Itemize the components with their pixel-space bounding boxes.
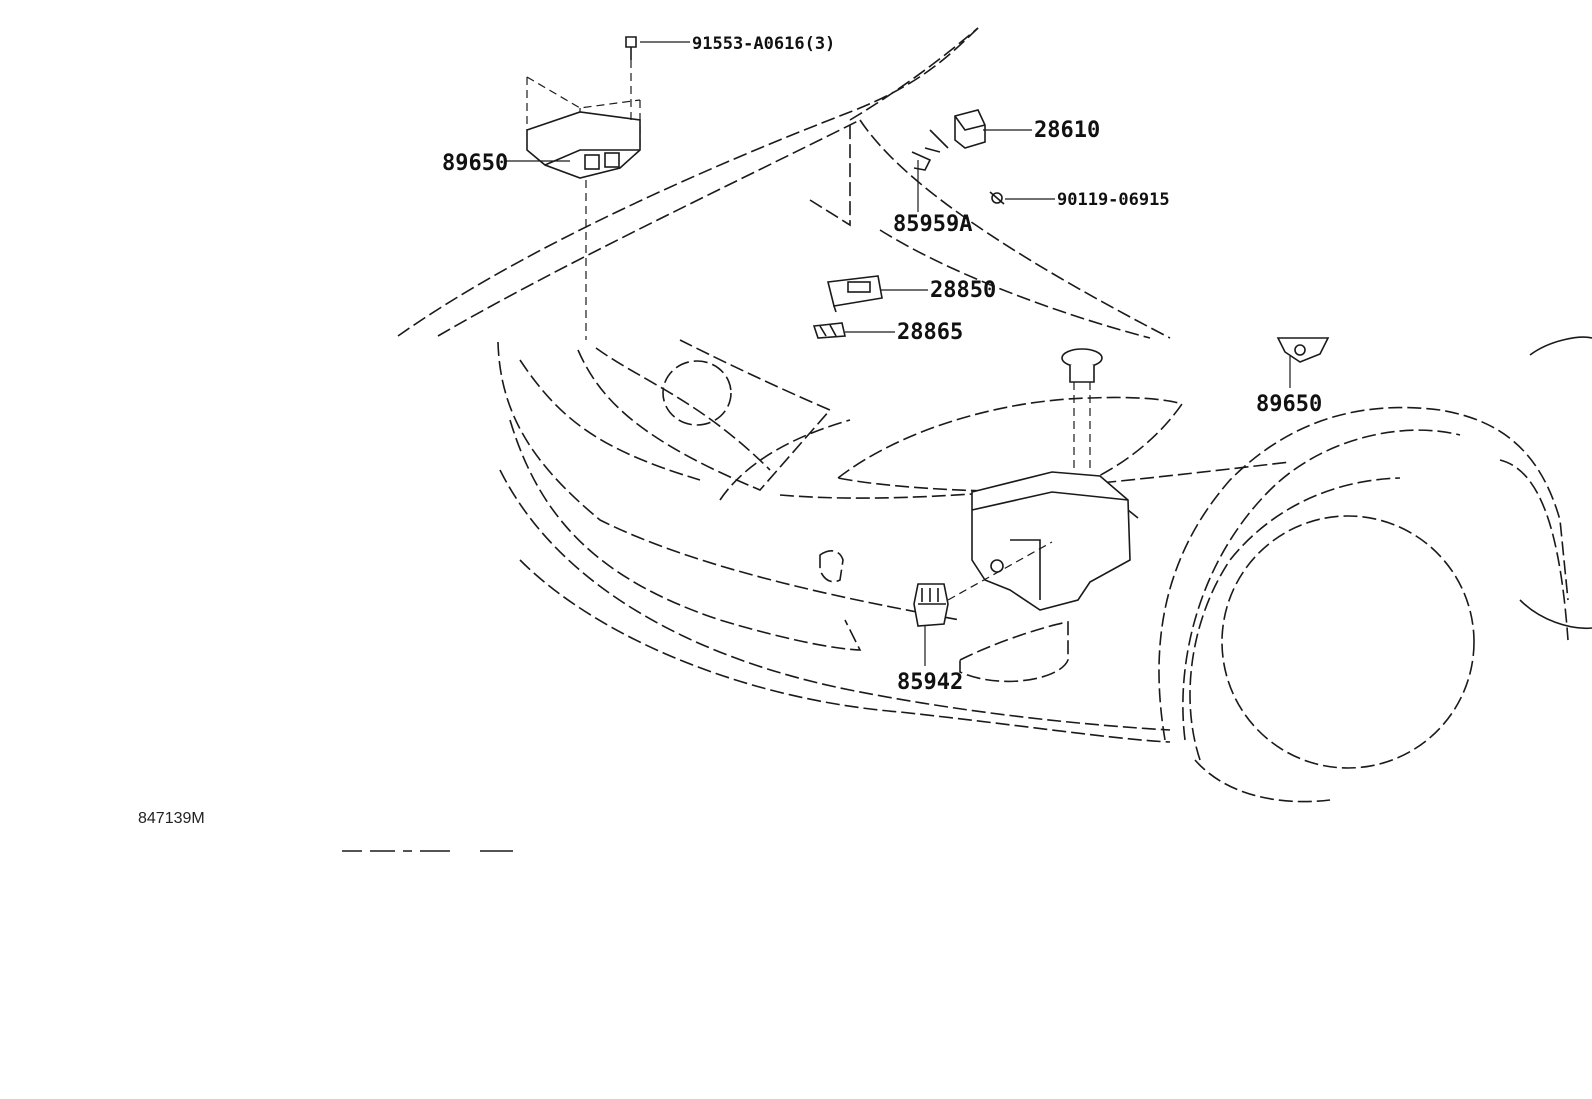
horn-28610 (924, 109, 986, 153)
sensor-module-89650-right (1276, 337, 1330, 363)
screw-90119 (989, 191, 1005, 205)
callout-relay-28850: 28850 (930, 278, 996, 303)
callout-module-85942: 85942 (897, 670, 963, 695)
callout-bolt-91553: 91553-A0616(3) (692, 34, 835, 54)
callout-bracket-85959A: 85959A (893, 212, 972, 237)
callout-screw-90119: 90119-06915 (1057, 190, 1170, 210)
diagram-reference-code: 847139M (138, 810, 205, 827)
callout-sensor-89650-left: 89650 (442, 151, 508, 176)
bolt-91553 (625, 36, 637, 120)
washer-reservoir (971, 348, 1139, 611)
relay-28850 (827, 275, 883, 313)
leader-lines (505, 41, 1291, 666)
bracket-85959A (911, 151, 932, 171)
callout-clip-28865: 28865 (897, 320, 963, 345)
clip-28865 (812, 322, 846, 339)
callout-horn-28610: 28610 (1034, 118, 1100, 143)
callout-sensor-89650-right: 89650 (1256, 392, 1322, 417)
module-85942 (913, 541, 1053, 627)
